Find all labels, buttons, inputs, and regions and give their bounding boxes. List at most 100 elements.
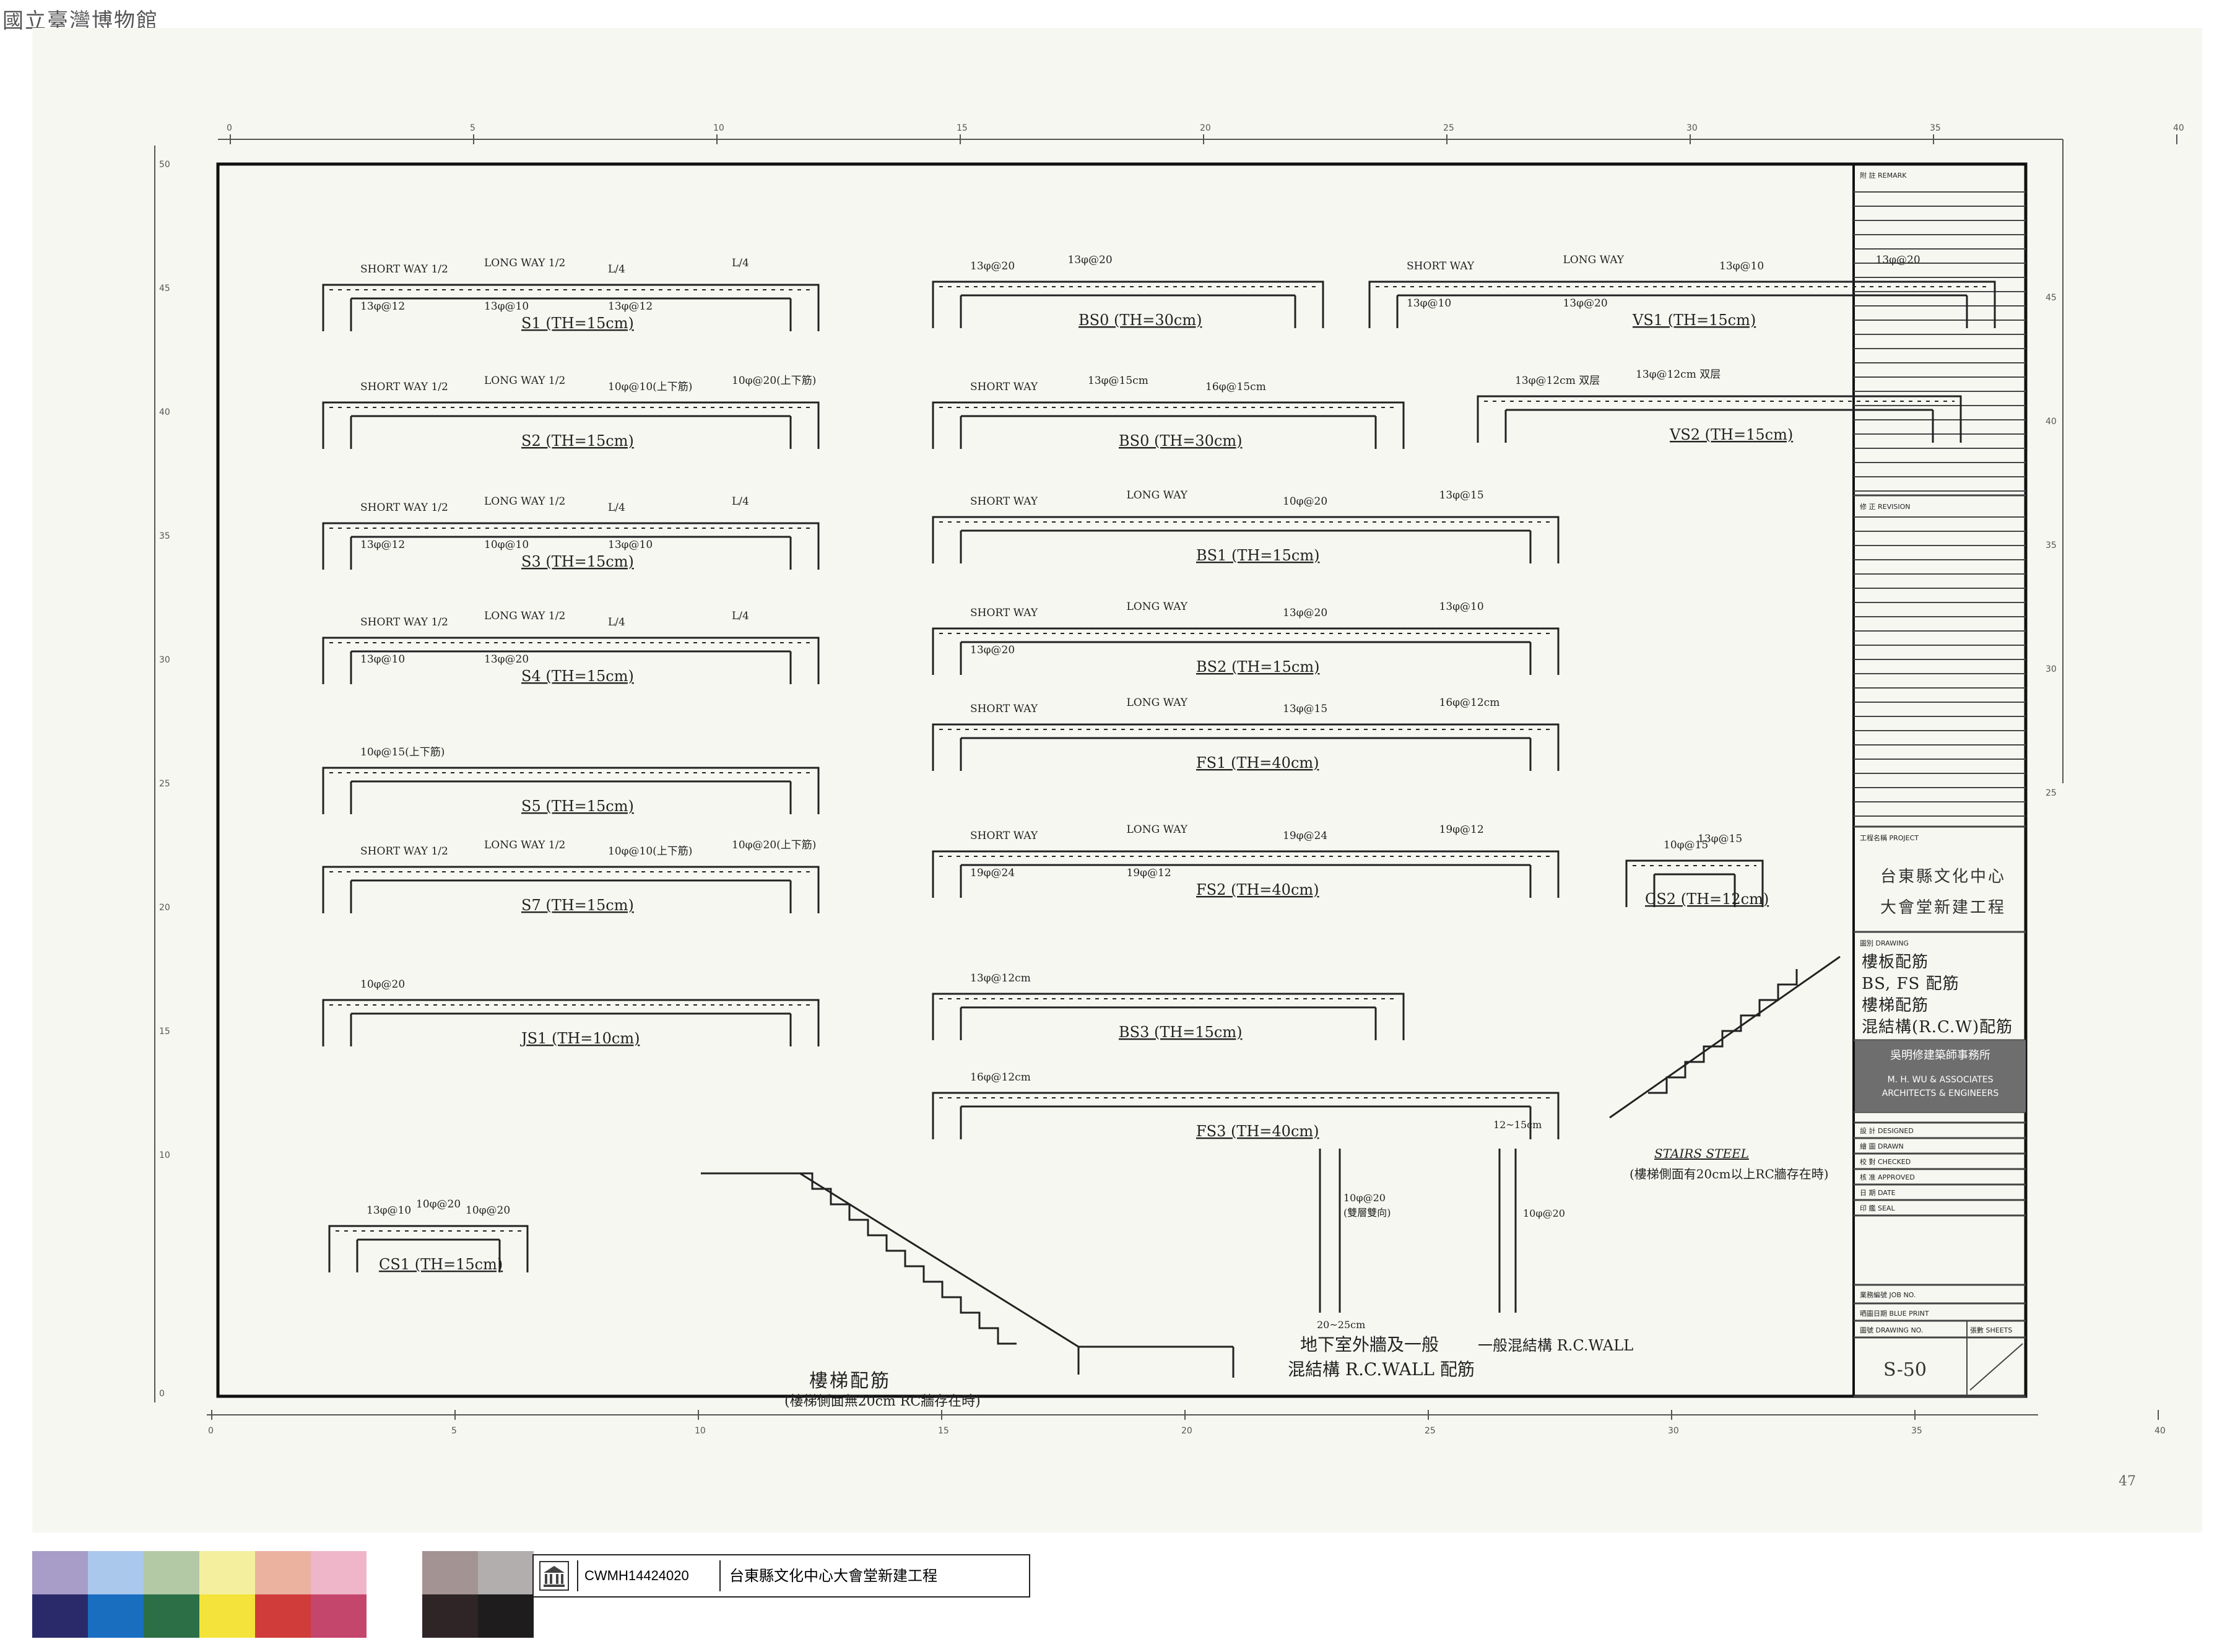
slab-detail [932,723,1560,771]
rebar-callout: 19φ@12 [1127,867,1171,879]
ruler-bottom-label: 0 [208,1426,214,1436]
rebar-callout: LONG WAY [1563,254,1625,266]
rebar-callout: SHORT WAY [970,607,1038,619]
designed-row: 設 計 DESIGNED [1860,1127,1914,1135]
slab-label: S5 (TH=15cm) [521,798,634,815]
color-calibration-strip [32,1551,534,1638]
rebar-callout: 16φ@12cm [970,1071,1031,1084]
rebar-callout: 19φ@24 [970,867,1015,879]
ruler-left-label: 30 [159,655,170,665]
rebar-callout: L/4 [732,610,749,622]
slab-detail [322,284,820,331]
rebar-callout: 13φ@20 [1563,297,1608,310]
rebar-callout: 13φ@12cm [970,972,1031,985]
slab-outline [322,637,820,684]
stairs-b-title: STAIRS STEEL [1654,1146,1749,1161]
slab-detail [932,401,1405,449]
wall-details [1319,1149,1517,1313]
ruler-bottom-label: 25 [1425,1426,1436,1436]
slab-detail [328,1225,529,1272]
ruler-top-label: 0 [227,123,232,133]
museum-logo-icon [539,1561,569,1591]
wall-b-title: 一般混結構 R.C.WALL [1478,1337,1634,1354]
rebar-callout: L/4 [608,263,625,276]
rebar-callout: SHORT WAY [970,495,1038,508]
slab-label: S1 (TH=15cm) [521,315,634,332]
rebar-callout: SHORT WAY 1/2 [360,263,448,276]
rebar-callout: L/4 [732,495,749,508]
rebar-callout: 10φ@20 [416,1198,461,1211]
rebar-callout: 13φ@15cm [1088,375,1148,387]
wall-b-callout-2: 10φ@20 [1523,1207,1565,1219]
wall-a-callout-3: 20~25cm [1317,1319,1366,1331]
drawing-title-2: BS, FS 配筋 [1862,975,1959,993]
ruler-bottom-label: 10 [695,1426,706,1436]
rebar-callout: L/4 [608,502,625,514]
wall-a-title-line1: 地下室外牆及一般 [1300,1334,1439,1355]
slab-detail [322,401,820,449]
rebar-callout: 10φ@20(上下筋) [732,839,816,851]
stairs-a-note: (樓梯側面無20cm RC牆存在時) [784,1394,981,1409]
slab-outline [932,401,1405,449]
rebar-callout: 13φ@12 [360,300,405,313]
color-swatch [367,1551,422,1594]
ruler-right-label: 30 [2046,664,2057,674]
rebar-callout: 13φ@10 [1407,297,1451,310]
rebar-callout: 13φ@20 [1068,254,1113,266]
drawing-title-4: 混結構(R.C.W)配筋 [1862,1018,2013,1037]
rebar-callout: 13φ@10 [608,539,653,551]
job-no-label: 業務編號 JOB NO. [1860,1291,1916,1299]
ruler-left-label: 0 [159,1389,165,1399]
stairs-a-title: 樓梯配筋 [809,1370,891,1392]
slab-outline [932,516,1560,563]
rebar-callout: SHORT WAY 1/2 [360,616,448,628]
slab-outline [322,284,820,331]
ruler-bottom-label: 40 [2155,1426,2166,1436]
slab-outline [322,401,820,449]
slab-outline [328,1225,529,1272]
rebar-callout: SHORT WAY [1407,260,1475,272]
slab-label: S7 (TH=15cm) [521,897,634,914]
color-swatch [199,1551,255,1594]
rebar-callout: SHORT WAY 1/2 [360,845,448,858]
rebar-callout: 16φ@12cm [1439,697,1500,709]
seal-row: 印 鑑 SEAL [1860,1204,1895,1212]
rebar-callout: 13φ@20 [970,644,1015,656]
rebar-callout: SHORT WAY [970,830,1038,842]
ruler-right-label: 35 [2046,541,2057,550]
wall-a-callout-2: (雙層雙向) [1343,1207,1391,1219]
color-swatch [144,1551,199,1594]
slab-detail [932,280,1324,328]
slab-label: BS2 (TH=15cm) [1196,658,1320,676]
rebar-callout: 10φ@20 [466,1204,510,1217]
color-swatch [88,1594,144,1638]
rebar-callout: 13φ@12 [608,300,653,313]
slab-detail [322,999,820,1046]
slab-label: FS1 (TH=40cm) [1196,754,1319,772]
slab-label: FS3 (TH=40cm) [1196,1123,1319,1140]
firm-banner: 吳明修建築師事務所 M. H. WU & ASSOCIATES ARCHITEC… [1855,1040,2026,1112]
slab-label: BS3 (TH=15cm) [1119,1024,1243,1041]
slab-label: S4 (TH=15cm) [521,667,634,685]
ruler-left-label: 35 [159,531,170,541]
ruler-top-label: 5 [470,123,475,133]
rebar-callout: LONG WAY [1127,601,1188,613]
wall-a-title-line2: 混結構 R.C.WALL 配筋 [1288,1359,1475,1380]
stairs-b-note: (樓梯側面有20cm以上RC牆存在時) [1630,1167,1829,1181]
ruler-left-label: 10 [159,1150,170,1160]
drawing-border [216,162,2028,1398]
wall-b-callout-1: 12~15cm [1493,1119,1542,1131]
rebar-callout: 13φ@10 [484,300,529,313]
slab-outline [1477,395,1962,443]
slab-outline [932,280,1324,328]
slab-outline [1368,280,1996,328]
rebar-callout: 13φ@20 [1876,254,1920,266]
rebar-callout: SHORT WAY 1/2 [360,502,448,514]
rebar-callout: 13φ@10 [1439,601,1484,613]
slab-detail [322,637,820,684]
rebar-callout: 13φ@20 [970,260,1015,272]
ruler-top-label: 15 [957,123,968,133]
ruler-top-label: 35 [1930,123,1941,133]
ruler-left-label: 50 [159,160,170,170]
firm-name-en1: M. H. WU & ASSOCIATES [1887,1075,1994,1085]
